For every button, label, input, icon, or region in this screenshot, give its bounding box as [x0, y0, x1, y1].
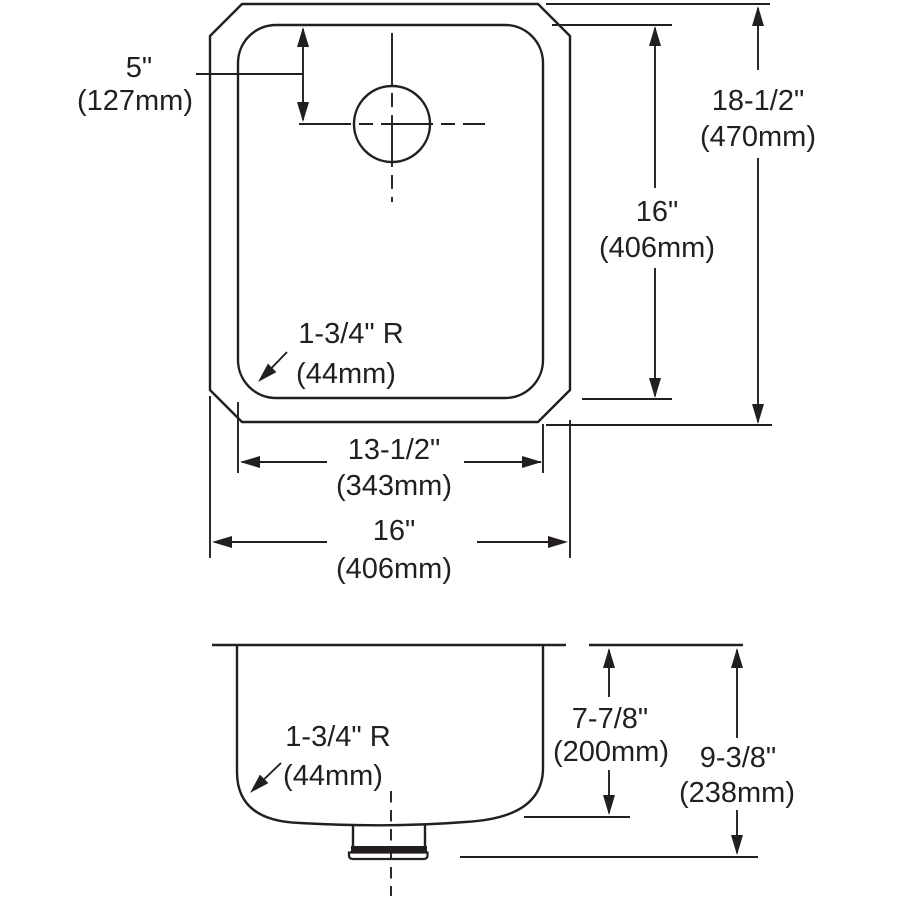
arrowhead-up: [752, 6, 764, 26]
top-view: 5" (127mm) 16" (406mm) 18-1/2" (470mm) 1…: [77, 2, 816, 585]
extension-lines-section: [460, 816, 758, 858]
dim-overall-depth-in: 9-3/8": [700, 742, 776, 774]
dim-overall-width-in: 16": [373, 515, 416, 547]
arrowhead-left: [240, 456, 260, 468]
dim-faucet-offset-in: 5": [126, 52, 152, 84]
corner-radius-top-mm: (44mm): [296, 358, 396, 390]
section-view: 7-7/8" (200mm) 9-3/8" (238mm) 1-3/4" R (…: [212, 643, 795, 896]
arrowhead-diagonal: [258, 363, 277, 382]
dim-faucet-offset-line: [196, 29, 304, 120]
dim-faucet-offset-mm: (127mm): [77, 85, 193, 117]
arrowhead-right: [522, 456, 542, 468]
arrowhead-down: [603, 795, 615, 815]
drain-fitting: [347, 791, 429, 896]
corner-radius-section-in: 1-3/4" R: [285, 721, 390, 753]
dim-bowl-length: 16" (406mm): [599, 26, 715, 398]
dim-overall-length: 18-1/2" (470mm): [700, 6, 816, 424]
dim-overall-length-in: 18-1/2": [712, 85, 805, 117]
callout-corner-radius-top: 1-3/4" R (44mm): [258, 318, 404, 390]
dim-overall-width: 16" (406mm): [212, 515, 568, 585]
dim-overall-width-mm: (406mm): [336, 553, 452, 585]
section-bowl-profile: [235, 645, 545, 827]
dim-bowl-length-mm: (406mm): [599, 232, 715, 264]
dim-bowl-width-in: 13-1/2": [348, 434, 441, 466]
arrowhead-right: [548, 536, 568, 548]
sink-rim-outline: [208, 2, 572, 424]
dim-bowl-depth-in: 7-7/8": [572, 703, 648, 735]
arrowhead-down: [752, 404, 764, 424]
dim-bowl-depth-mm: (200mm): [553, 736, 669, 768]
extension-lines-top-view: [209, 3, 772, 558]
drain-body: [351, 824, 427, 846]
callout-corner-radius-section: 1-3/4" R (44mm): [250, 721, 391, 793]
bowl-outline: [236, 23, 545, 400]
arrowhead-down: [731, 835, 743, 855]
dim-overall-depth-mm: (238mm): [679, 777, 795, 809]
arrowhead-up: [731, 648, 743, 668]
drain-lip: [347, 851, 429, 861]
arrowhead-up: [297, 27, 309, 47]
arrowhead-down: [649, 378, 661, 398]
dim-bowl-width-mm: (343mm): [336, 470, 452, 502]
arrowhead-left: [212, 536, 232, 548]
corner-radius-section-mm: (44mm): [283, 760, 383, 792]
dim-bowl-depth: 7-7/8" (200mm): [553, 648, 669, 815]
dim-overall-depth: 9-3/8" (238mm): [679, 648, 795, 855]
arrowhead-up: [649, 26, 661, 46]
dim-bowl-width: 13-1/2" (343mm): [240, 434, 542, 502]
arrowhead-up: [603, 648, 615, 668]
dim-faucet-offset: 5" (127mm): [77, 27, 309, 122]
drain-gasket-band: [351, 846, 427, 853]
corner-radius-top-in: 1-3/4" R: [298, 318, 403, 350]
arrowhead-down: [297, 102, 309, 122]
dim-overall-length-mm: (470mm): [700, 121, 816, 153]
dim-bowl-length-in: 16": [636, 196, 679, 228]
arrowhead-diagonal: [250, 774, 269, 793]
faucet-hole: [299, 33, 485, 202]
